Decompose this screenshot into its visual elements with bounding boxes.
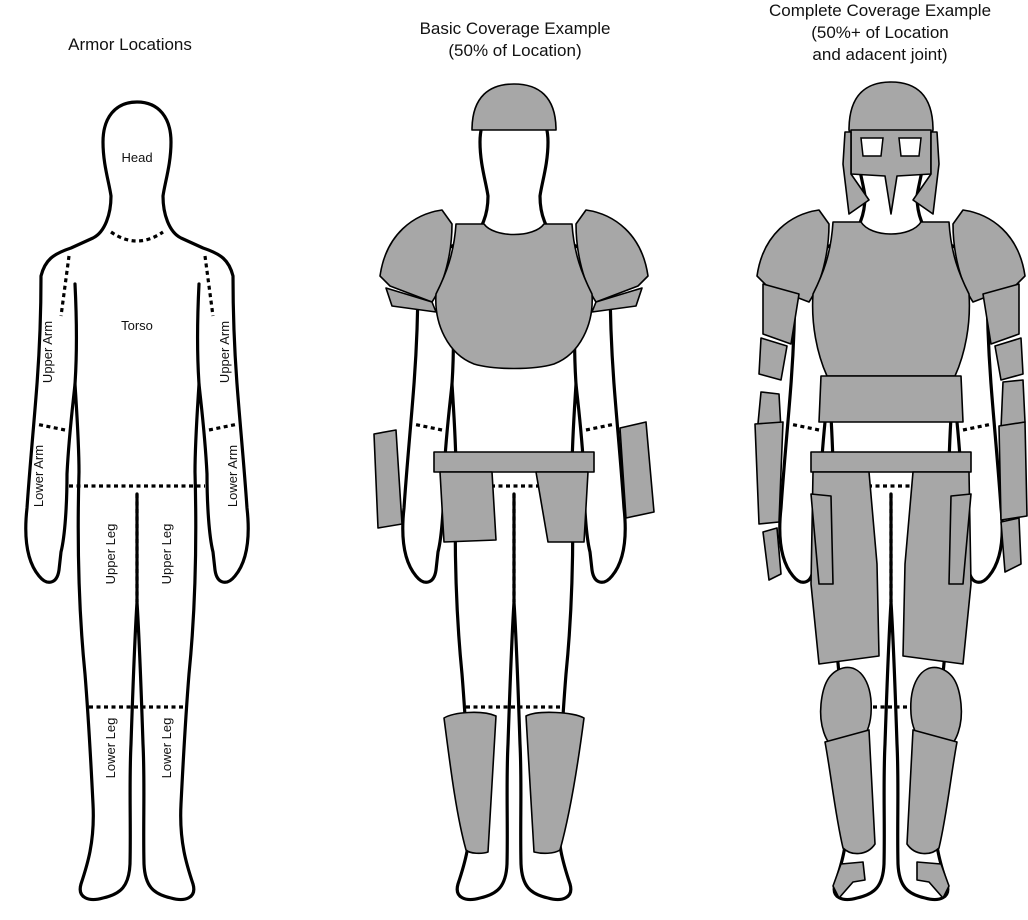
label-lower-arm-left: Lower Arm bbox=[31, 445, 46, 507]
label-upper-arm-left: Upper Arm bbox=[40, 321, 55, 383]
label-lower-leg-left: Lower Leg bbox=[103, 718, 118, 779]
label-lower-leg-right: Lower Leg bbox=[159, 718, 174, 779]
abdomen-plate bbox=[819, 376, 963, 422]
helmet-plate bbox=[472, 84, 556, 130]
greave-left bbox=[444, 712, 496, 853]
greave-right bbox=[526, 712, 584, 853]
greave-right bbox=[907, 730, 957, 854]
gauntlet-left bbox=[763, 528, 781, 580]
chest-plate bbox=[436, 224, 592, 369]
label-upper-arm-right: Upper Arm bbox=[217, 321, 232, 383]
belt-plate bbox=[434, 452, 594, 472]
label-upper-leg-right: Upper Leg bbox=[159, 524, 174, 585]
label-head: Head bbox=[121, 150, 152, 165]
label-torso: Torso bbox=[121, 318, 153, 333]
upper-arm-plate-right bbox=[995, 338, 1023, 380]
label-upper-leg-left: Upper Leg bbox=[103, 524, 118, 585]
figure-armor-locations: Head Torso Upper Arm Upper Arm Lower Arm… bbox=[26, 102, 249, 899]
forearm-guard-right bbox=[620, 422, 654, 518]
greave-left bbox=[825, 730, 875, 854]
forearm-guard-right bbox=[999, 422, 1027, 520]
figure-complete-coverage bbox=[755, 82, 1027, 899]
upper-arm-plate-left bbox=[759, 338, 787, 380]
forearm-guard-left bbox=[374, 430, 402, 528]
gauntlet-right bbox=[1001, 518, 1021, 572]
thigh-plate-left bbox=[440, 472, 496, 542]
chest-plate bbox=[813, 222, 970, 376]
visor-eye-slot-right bbox=[899, 138, 921, 156]
visor-eye-slot-left bbox=[861, 138, 883, 156]
label-lower-arm-right: Lower Arm bbox=[225, 445, 240, 507]
belt-plate bbox=[811, 452, 971, 472]
elbow-guard-right bbox=[1001, 380, 1025, 428]
helmet-plate bbox=[849, 82, 933, 136]
forearm-guard-left bbox=[755, 422, 783, 524]
figure-basic-coverage bbox=[374, 84, 654, 899]
